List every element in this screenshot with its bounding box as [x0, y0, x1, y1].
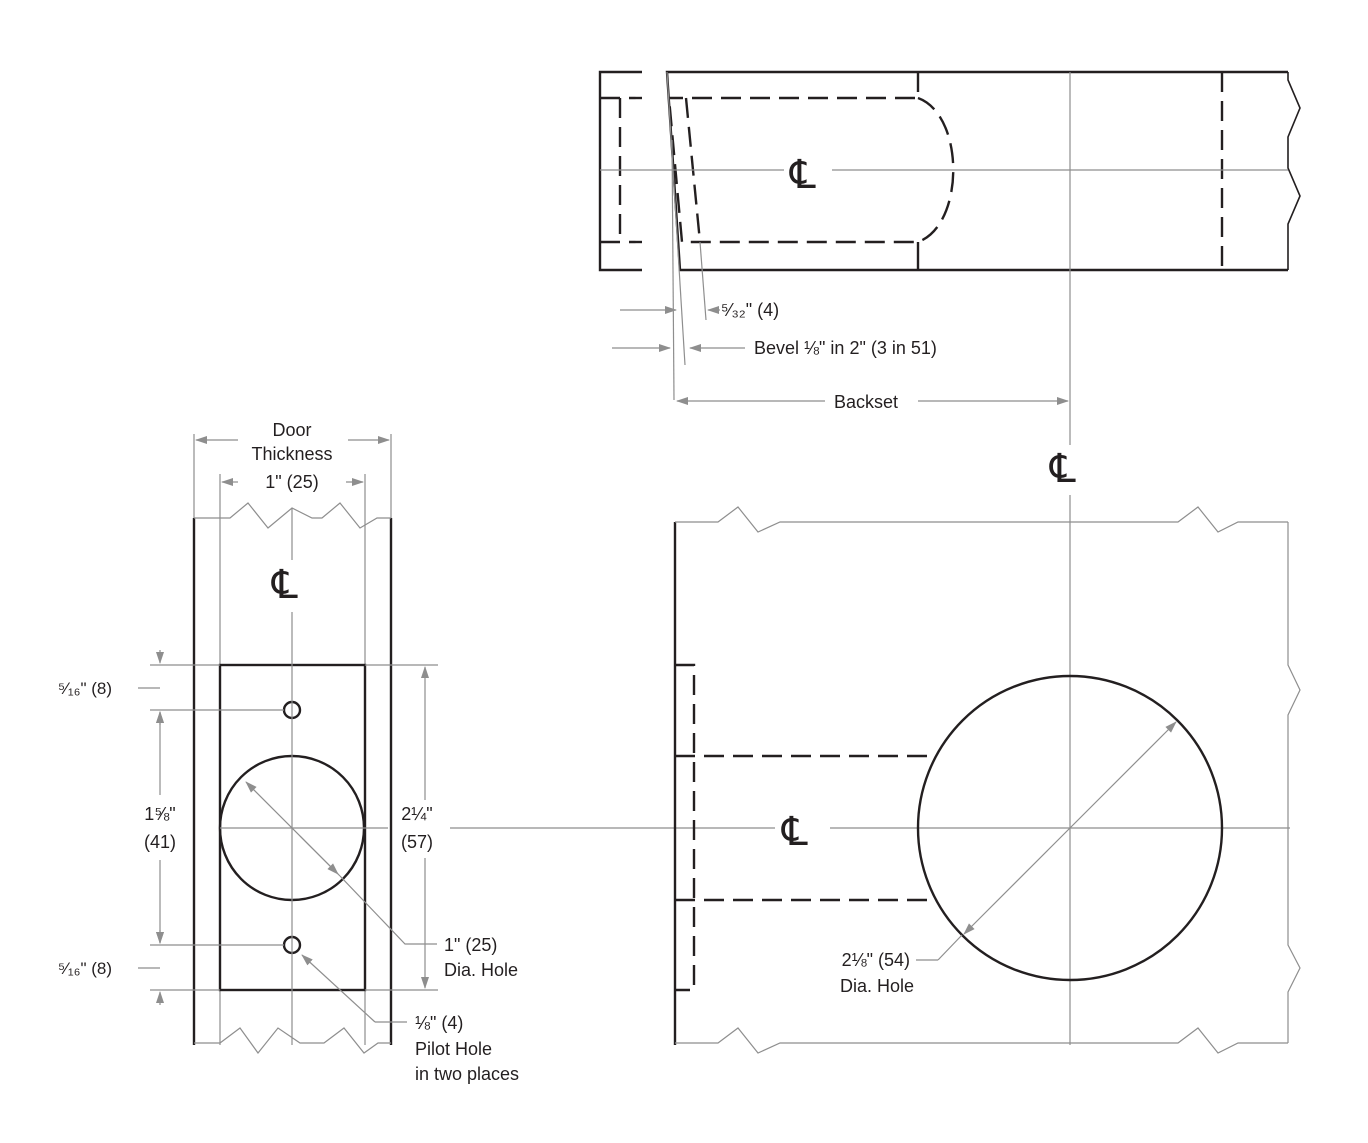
cross-bore-label-1: 2⅛" (54)	[842, 950, 910, 970]
pilot-hole-label-1: ⅛" (4)	[415, 1013, 463, 1033]
edge-view: ℄ Door Thickness 1" (25) ⁵⁄₁₆" (8) 1⅝" (…	[58, 420, 1290, 1084]
latch-hole-label-1: 1" (25)	[444, 935, 497, 955]
bevel-extension-1	[666, 71, 686, 366]
pilot-hole-leader-arrow	[301, 954, 376, 1023]
face-faceplate-outline	[675, 663, 696, 992]
edge-view-centerline-symbol: ℄	[271, 562, 298, 608]
span-label-1: 1⅝"	[144, 804, 175, 824]
cross-bore-hole	[916, 674, 1224, 982]
latch-hole-leader	[339, 875, 437, 945]
top-view-door-outline	[665, 70, 1288, 272]
small-dim-label: ⁵⁄₃₂" (4)	[721, 300, 779, 320]
backset-centerline-symbol: ℄	[1049, 446, 1076, 492]
cross-bore-label-2: Dia. Hole	[840, 976, 914, 996]
latch-hole-diameter-line-2	[299, 835, 339, 875]
bottom-offset-label: ⁵⁄₁₆" (8)	[58, 959, 112, 978]
top-view-strip-outline	[598, 70, 642, 272]
width-dim-label: 1" (25)	[265, 472, 318, 492]
cross-bore-diameter-down	[963, 827, 1071, 935]
face-view: ℄ 2⅛" (54) Dia. Hole	[673, 506, 1301, 1054]
bevel-dim-label: Bevel ⅛" in 2" (3 in 51)	[754, 338, 937, 358]
pilot-hole-label-2: Pilot Hole	[415, 1039, 492, 1059]
face-view-top-break	[675, 506, 1288, 533]
top-view-centerline-symbol: ℄	[789, 152, 816, 198]
top-offset-label: ⁵⁄₁₆" (8)	[58, 679, 112, 698]
cross-bore-leader	[937, 934, 963, 961]
pilot-hole-label-3: in two places	[415, 1064, 519, 1084]
height-label-2: (57)	[401, 832, 433, 852]
face-view-centerline-symbol: ℄	[781, 809, 808, 855]
door-thickness-label-1: Door	[272, 420, 311, 440]
top-view-break-line	[1287, 72, 1301, 270]
face-view-right-break	[1287, 522, 1301, 1043]
cross-bore-diameter-up	[1069, 721, 1177, 829]
door-thickness-label-2: Thickness	[251, 444, 332, 464]
bevel-extension-2	[699, 241, 707, 321]
backset-label: Backset	[834, 392, 898, 412]
span-label-2: (41)	[144, 832, 176, 852]
edge-view-top-break	[194, 502, 391, 529]
bevel-extension-3	[671, 139, 675, 401]
height-label-1: 2¼"	[401, 804, 432, 824]
face-view-bottom-break	[675, 1027, 1288, 1054]
latch-hole-label-2: Dia. Hole	[444, 960, 518, 980]
edge-view-bottom-break	[194, 1027, 391, 1054]
top-view: ℄ ⁵⁄₃₂" (4) Bevel ⅛" in 2" (3 in 51) Bac…	[598, 70, 1301, 1045]
